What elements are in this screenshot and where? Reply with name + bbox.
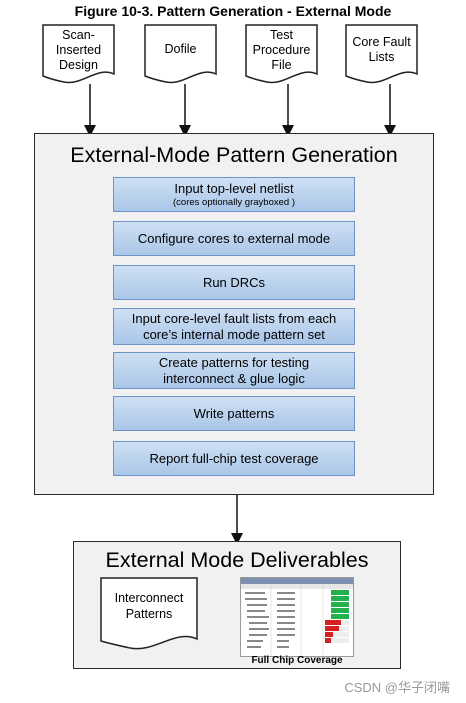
input-doc-core-fault-lists: Core Fault Lists (345, 24, 418, 86)
figure-title: Figure 10-3. Pattern Generation - Extern… (74, 3, 392, 19)
external-mode-deliverables-panel: External Mode Deliverables Interconnect … (73, 541, 401, 669)
document-shape (245, 24, 318, 84)
external-mode-pattern-generation-panel: External-Mode Pattern Generation Input t… (34, 133, 434, 495)
document-shape (100, 577, 198, 650)
panel-title: External-Mode Pattern Generation (70, 143, 398, 167)
input-doc-label: Test Procedure File (252, 28, 311, 72)
coverage-report-image (241, 578, 353, 656)
coverage-report-thumbnail (240, 577, 354, 657)
step-create-patterns: Create patterns for testing interconnect… (113, 352, 355, 389)
step-label: Input top-level netlist (174, 180, 294, 196)
interconnect-patterns-label: Interconnect Patterns (114, 591, 184, 621)
step-label: Input core-level fault lists from each c… (131, 310, 337, 342)
input-doc-label: Scan- Inserted Design (55, 28, 102, 72)
watermark: CSDN @华子闭嘴 (344, 680, 450, 695)
step-configure-cores: Configure cores to external mode (113, 221, 355, 256)
step-label: Write patterns (193, 405, 275, 421)
step-report-coverage: Report full-chip test coverage (113, 441, 355, 476)
document-shape (144, 24, 217, 84)
step-write-patterns: Write patterns (113, 396, 355, 431)
input-doc-label: Dofile (164, 42, 197, 56)
input-doc-test-procedure-file: Test Procedure File (245, 24, 318, 86)
document-shape (42, 24, 115, 84)
coverage-caption: Full Chip Coverage (251, 655, 343, 666)
deliverables-title: External Mode Deliverables (105, 548, 369, 572)
document-shape (345, 24, 418, 84)
input-doc-scan-inserted-design: Scan- Inserted Design (42, 24, 115, 86)
step-sublabel: (cores optionally grayboxed ) (173, 196, 295, 208)
step-input-netlist: Input top-level netlist (cores optionall… (113, 177, 355, 212)
input-doc-label: Core Fault Lists (352, 35, 411, 64)
step-label: Report full-chip test coverage (149, 450, 319, 466)
step-run-drcs: Run DRCs (113, 265, 355, 300)
step-input-fault-lists: Input core-level fault lists from each c… (113, 308, 355, 345)
step-label: Run DRCs (202, 274, 266, 290)
step-label: Configure cores to external mode (137, 230, 331, 246)
step-label: Create patterns for testing interconnect… (158, 354, 310, 386)
input-doc-dofile: Dofile (144, 24, 217, 86)
interconnect-patterns-doc: Interconnect Patterns (100, 577, 198, 652)
